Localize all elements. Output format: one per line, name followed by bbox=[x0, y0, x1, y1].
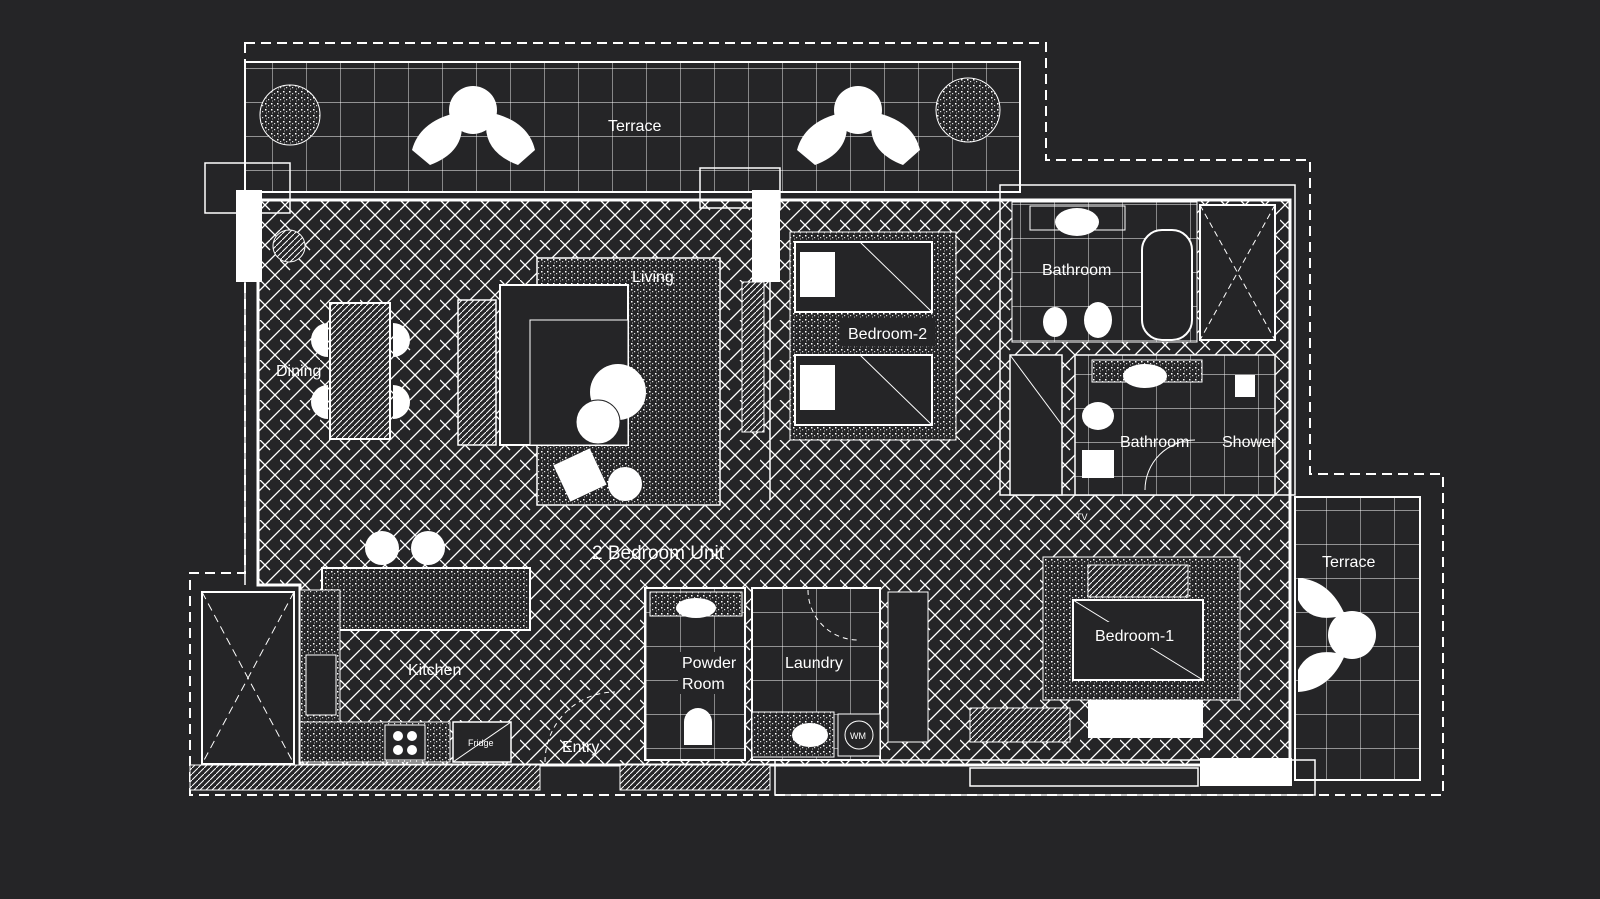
shower-cross bbox=[1199, 204, 1276, 341]
sink-icon bbox=[384, 724, 426, 761]
bedroom2-label-bg bbox=[840, 318, 935, 346]
bed-headboard bbox=[1087, 564, 1189, 598]
site-boundary bbox=[189, 42, 1444, 796]
wardrobe bbox=[1009, 354, 1063, 496]
lift-cross bbox=[201, 591, 295, 765]
room-label-bathroom-top: Bathroom bbox=[1042, 262, 1111, 279]
tv-unit bbox=[741, 281, 765, 433]
bedroom1-label-bg bbox=[1086, 622, 1186, 648]
bidet-icon bbox=[1043, 307, 1067, 337]
cooktop-icon bbox=[305, 654, 337, 716]
kitchen-island bbox=[321, 567, 531, 631]
room-label-powder-room-line2: Room bbox=[682, 676, 725, 693]
toilet-icon bbox=[1082, 402, 1114, 430]
wardrobe bbox=[969, 707, 1071, 743]
bed-icon bbox=[794, 241, 933, 426]
sideboard bbox=[457, 299, 497, 446]
washing-machine-drum bbox=[844, 720, 874, 750]
shower-fixture-icon bbox=[1235, 375, 1255, 397]
wall-outline bbox=[774, 759, 1316, 796]
wardrobe-line bbox=[1009, 354, 1063, 426]
laundry-sink-icon bbox=[792, 723, 828, 747]
bar-stool-icon bbox=[365, 531, 399, 565]
door-swing bbox=[1144, 439, 1196, 491]
room-label-living: Living bbox=[632, 269, 674, 286]
plant-icon bbox=[935, 77, 1001, 143]
kitchen-counter-bottom bbox=[299, 721, 451, 763]
wall-outline bbox=[699, 167, 781, 209]
basin-icon bbox=[676, 598, 716, 618]
bench bbox=[1088, 700, 1203, 738]
room-label-terrace-top: Terrace bbox=[608, 118, 661, 135]
dining-chair-icon bbox=[311, 323, 410, 419]
outdoor-table-chairs-icon bbox=[797, 86, 920, 165]
room-label-bedroom2: Bedroom-2 bbox=[848, 326, 927, 343]
wall-outline bbox=[204, 162, 291, 214]
washing-machine-label: WM bbox=[850, 731, 866, 741]
bar-stool-icon bbox=[411, 531, 445, 565]
vanity-counter bbox=[1029, 205, 1126, 231]
tv-label: TV bbox=[1076, 512, 1088, 522]
room-label-shower: Shower bbox=[1222, 434, 1277, 451]
armchair-icon bbox=[575, 399, 621, 445]
outdoor-table-chairs-icon bbox=[1298, 578, 1376, 692]
fridge-label: Fridge bbox=[468, 738, 494, 748]
basin-icon bbox=[1123, 364, 1167, 388]
lamp-icon bbox=[272, 229, 306, 263]
room-label-laundry: Laundry bbox=[785, 655, 843, 672]
room-label-powder-room-line1: Powder bbox=[682, 655, 737, 672]
plant-icon bbox=[259, 84, 321, 146]
room-label-dining: Dining bbox=[276, 363, 321, 380]
bidet-icon bbox=[1082, 450, 1114, 478]
basin-icon bbox=[1055, 208, 1099, 236]
column bbox=[236, 190, 262, 282]
room-label-kitchen: Kitchen bbox=[408, 662, 461, 679]
outdoor-table-chairs-icon bbox=[412, 86, 535, 165]
column bbox=[1200, 758, 1292, 786]
room-label-bedroom1: Bedroom-1 bbox=[1095, 628, 1174, 645]
room-label-entry: Entry bbox=[562, 739, 599, 756]
side-table-icon bbox=[608, 467, 642, 501]
column bbox=[752, 190, 780, 282]
room-label-bathroom-bottom: Bathroom bbox=[1120, 434, 1189, 451]
wall-hatch bbox=[189, 764, 541, 791]
door-swing bbox=[807, 589, 859, 641]
bathtub-icon bbox=[1141, 229, 1193, 341]
dining-table bbox=[329, 302, 391, 440]
entry-door-swing bbox=[544, 691, 616, 763]
unit-title: 2 Bedroom Unit bbox=[592, 543, 725, 564]
fridge-diagonal bbox=[452, 721, 512, 763]
toilet-icon bbox=[1084, 302, 1112, 338]
room-label-terrace-right: Terrace bbox=[1322, 554, 1375, 571]
toilet-icon bbox=[684, 708, 712, 745]
closet bbox=[887, 591, 929, 743]
chair-icon bbox=[553, 448, 607, 502]
powder-label-bg bbox=[678, 652, 744, 694]
wall-outline bbox=[969, 767, 1199, 787]
wall-hatch bbox=[619, 764, 771, 791]
